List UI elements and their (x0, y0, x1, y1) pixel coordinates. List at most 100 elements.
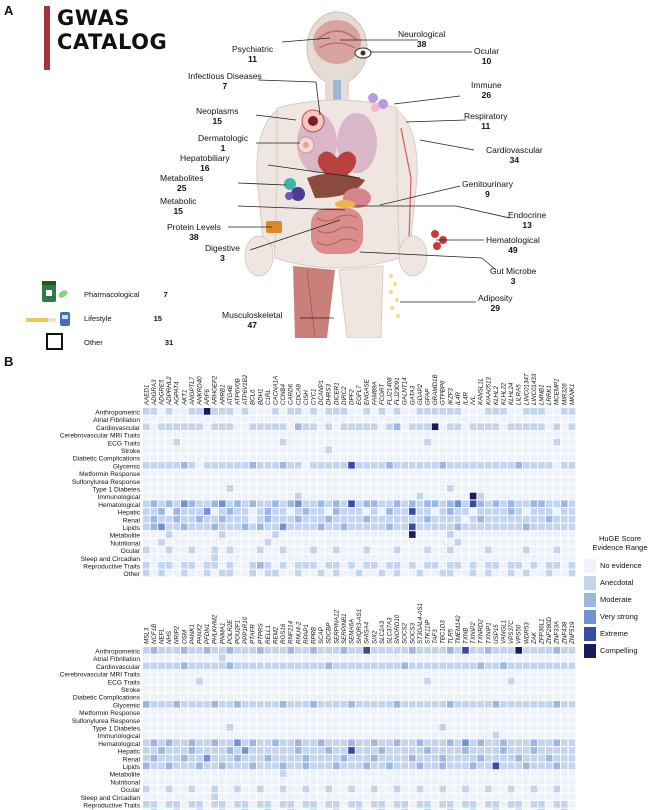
heatmap-cell (211, 538, 218, 546)
heatmap-cell (348, 492, 355, 500)
heatmap-cell (211, 438, 218, 446)
heatmap-cell (219, 770, 226, 777)
heatmap-cell (333, 531, 340, 538)
heatmap-cell (515, 670, 522, 677)
heatmap-cell (431, 724, 439, 731)
heatmap-cell (424, 446, 431, 454)
heatmap-cell (378, 647, 386, 654)
heatmap-cell (561, 554, 568, 561)
heatmap-cell (393, 770, 401, 777)
heatmap-cell (477, 515, 484, 523)
heatmap-column-label: SEMA6A (349, 619, 356, 644)
heatmap-cell (257, 492, 264, 500)
heatmap-cell (454, 477, 462, 484)
heatmap-cell (317, 461, 325, 469)
legend-label: Extreme (600, 629, 628, 638)
heatmap-cell (416, 716, 424, 723)
heatmap-cell (371, 415, 378, 423)
heatmap-cell (462, 515, 469, 523)
heatmap-cell (523, 716, 530, 723)
heatmap-cell (257, 546, 264, 554)
heatmap-cell (530, 708, 538, 716)
heatmap-cell (409, 770, 416, 777)
heatmap-cell (462, 500, 469, 508)
heatmap-cell (424, 408, 431, 415)
heatmap-cell (317, 793, 325, 800)
heatmap-cell (538, 777, 545, 785)
heatmap-cell (264, 700, 272, 708)
heatmap-cell (477, 562, 484, 569)
heatmap-cell (219, 808, 226, 810)
heatmap-cell (333, 777, 340, 785)
heatmap-cell (469, 739, 477, 747)
heatmap-column-label: LMNB1 (539, 384, 546, 405)
heatmap-cell (158, 554, 165, 561)
callout-name: Neurological (398, 29, 446, 39)
heatmap-cell (485, 785, 492, 793)
heatmap-cell (401, 408, 408, 415)
heatmap-cell (219, 562, 226, 569)
heatmap-cell (500, 562, 507, 569)
heatmap-cell (241, 654, 249, 662)
heatmap-cell (515, 546, 522, 554)
heatmap-cell (325, 554, 332, 561)
heatmap-cell (363, 808, 370, 810)
heatmap-cell (424, 500, 431, 508)
heatmap-cell (211, 662, 218, 670)
heatmap-cell (211, 754, 218, 762)
heatmap-cell (447, 808, 454, 810)
heatmap-cell (272, 477, 279, 484)
heatmap-cell (386, 461, 393, 469)
heatmap-cell (409, 569, 416, 577)
heatmap-cell (416, 408, 424, 415)
heatmap-cell (295, 431, 302, 438)
heatmap-cell (378, 508, 386, 515)
heatmap-cell (196, 500, 203, 508)
heatmap-cell (477, 523, 484, 531)
heatmap-cell (188, 431, 196, 438)
heatmap-cell (295, 777, 302, 785)
heatmap-cell (424, 508, 431, 515)
heatmap-cell (158, 716, 165, 723)
heatmap-cell (424, 793, 431, 800)
heatmap-cell (272, 762, 279, 770)
heatmap-cell (310, 762, 317, 770)
heatmap-cell (287, 716, 294, 723)
heatmap-cell (538, 408, 545, 415)
heatmap-cell (424, 531, 431, 538)
heatmap-cell (173, 724, 180, 731)
heatmap-cell (477, 685, 484, 693)
heatmap-cell (173, 546, 180, 554)
heatmap-cell (325, 716, 332, 723)
heatmap-cell (462, 431, 469, 438)
heatmap-cell (165, 739, 173, 747)
heatmap-cell (234, 716, 241, 723)
heatmap-cell (568, 538, 576, 546)
heatmap-cell (226, 569, 234, 577)
heatmap-cell (462, 569, 469, 577)
heatmap-cell (500, 415, 507, 423)
heatmap-cell (143, 801, 150, 808)
heatmap-cell (165, 808, 173, 810)
heatmap-cell (203, 531, 211, 538)
heatmap-cell (545, 431, 553, 438)
heatmap-cell (401, 492, 408, 500)
heatmap-cell (545, 423, 553, 431)
heatmap-cell (530, 562, 538, 569)
heatmap-cell (515, 777, 522, 785)
heatmap-cell (561, 408, 568, 415)
heatmap-cell (545, 777, 553, 785)
heatmap-cell (355, 438, 363, 446)
heatmap-cell (538, 670, 545, 677)
heatmap-cell (181, 500, 188, 508)
heatmap-row-label: Diabetic Complications (73, 456, 141, 463)
heatmap-cell (143, 454, 150, 461)
heatmap-cell (454, 700, 462, 708)
heatmap-cell (424, 469, 431, 477)
heatmap-row-label: Diabetic Complications (73, 695, 141, 702)
heatmap-cell (310, 700, 317, 708)
heatmap-cell (279, 777, 287, 785)
heatmap-cell (431, 415, 439, 423)
heatmap-row-label: Hepatic (118, 749, 141, 756)
heatmap-cell (469, 438, 477, 446)
